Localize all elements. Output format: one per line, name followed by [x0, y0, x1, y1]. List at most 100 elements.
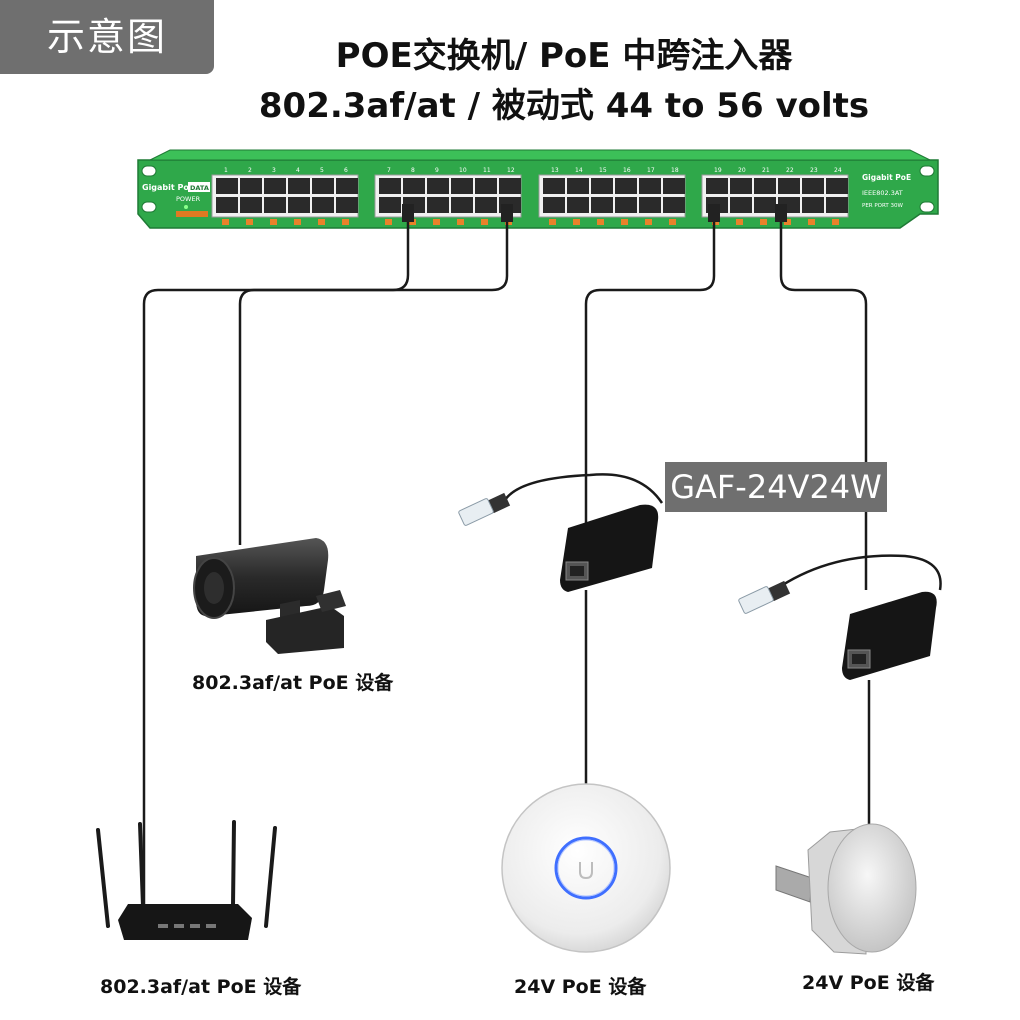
- port-number: 21: [762, 167, 770, 174]
- port-number: 1: [224, 167, 228, 174]
- port-led: [573, 219, 580, 225]
- panel-brand-left: Gigabit PoE: [142, 183, 194, 192]
- port-number: 13: [551, 167, 559, 174]
- title-line-1: POE交换机/ PoE 中跨注入器: [335, 36, 793, 76]
- rj45-port: [802, 197, 824, 213]
- rj45-port: [663, 178, 685, 194]
- rj45-port: [216, 197, 238, 213]
- port-number: 20: [738, 167, 746, 174]
- port-number: 18: [671, 167, 679, 174]
- rj45-port: [802, 178, 824, 194]
- port-led: [736, 219, 743, 225]
- rj45-port: [706, 178, 728, 194]
- data-tag-box: [188, 182, 210, 192]
- rj45-port: [475, 197, 497, 213]
- router-image: [96, 820, 277, 940]
- rj45-port: [264, 197, 286, 213]
- port-number: 24: [834, 167, 842, 174]
- port-number: 12: [507, 167, 515, 174]
- panel-standard: IEEE802.3AT: [862, 189, 903, 197]
- port-led: [222, 219, 229, 225]
- rj45-port: [288, 197, 310, 213]
- port-led: [270, 219, 277, 225]
- port-led: [597, 219, 604, 225]
- title-line-2: 802.3af/at / 被动式 44 to 56 volts: [258, 86, 870, 126]
- rj45-port: [312, 178, 334, 194]
- port-number: 10: [459, 167, 467, 174]
- port-number: 19: [714, 167, 722, 174]
- rj45-port: [826, 178, 848, 194]
- outdoor-cpe-label: 24V PoE 设备: [802, 972, 935, 994]
- rj45-plug-2: [738, 580, 791, 614]
- port-number: 8: [411, 167, 415, 174]
- rj45-port: [543, 178, 565, 194]
- rj45-port: [754, 178, 776, 194]
- port-led: [294, 219, 301, 225]
- camera-label: 802.3af/at PoE 设备: [192, 672, 394, 694]
- port-led: [808, 219, 815, 225]
- rj45-port: [778, 178, 800, 194]
- rj45-port: [499, 178, 521, 194]
- rj45-port: [615, 197, 637, 213]
- rj45-port: [754, 197, 776, 213]
- rj45-port: [451, 197, 473, 213]
- port-number: 23: [810, 167, 818, 174]
- port-number: 4: [296, 167, 300, 174]
- port-led: [433, 219, 440, 225]
- rj45-plug-1: [458, 492, 511, 526]
- port-led: [481, 219, 488, 225]
- port-led: [832, 219, 839, 225]
- port-number: 17: [647, 167, 655, 174]
- rj45-port: [240, 197, 262, 213]
- port-led: [457, 219, 464, 225]
- rj45-port: [451, 178, 473, 194]
- rj45-port: [475, 178, 497, 194]
- rj45-port: [639, 197, 661, 213]
- port-led: [760, 219, 767, 225]
- rj45-port: [543, 197, 565, 213]
- port-number: 11: [483, 167, 491, 174]
- rj45-port: [336, 197, 358, 213]
- port-number: 2: [248, 167, 252, 174]
- rj45-port: [567, 178, 589, 194]
- cables: [142, 214, 942, 908]
- rj45-port: [427, 197, 449, 213]
- port-led: [342, 219, 349, 225]
- rj45-port: [264, 178, 286, 194]
- port-led: [385, 219, 392, 225]
- rj45-port: [427, 178, 449, 194]
- access-point-image: [501, 783, 671, 953]
- router-label: 802.3af/at PoE 设备: [100, 976, 302, 998]
- port-number: 16: [623, 167, 631, 174]
- poe-splitter-2: [842, 591, 937, 680]
- rj45-port: [288, 178, 310, 194]
- outdoor-cpe-image: [775, 823, 917, 955]
- port-led: [549, 219, 556, 225]
- port-number: 3: [272, 167, 276, 174]
- power-led: [184, 205, 188, 209]
- rj45-port: [240, 178, 262, 194]
- rj45-port: [591, 197, 613, 213]
- rj45-port: [639, 178, 661, 194]
- panel-brand-right: Gigabit PoE: [862, 173, 911, 182]
- diagram-badge: 示意图: [0, 0, 214, 74]
- rj45-port: [730, 178, 752, 194]
- rj45-port: [379, 197, 401, 213]
- bullet-camera-image: [193, 538, 346, 654]
- port-led: [318, 219, 325, 225]
- port-led: [784, 219, 791, 225]
- port-number: 6: [344, 167, 348, 174]
- rj45-port: [567, 197, 589, 213]
- rj45-port: [216, 178, 238, 194]
- panel-data-tag: DATA: [190, 184, 209, 192]
- panel-per-port: PER PORT 30W: [862, 203, 904, 209]
- port-number: 22: [786, 167, 794, 174]
- port-number: 9: [435, 167, 439, 174]
- rj45-port: [312, 197, 334, 213]
- port-led: [645, 219, 652, 225]
- power-strip: [176, 211, 208, 217]
- port-number: 7: [387, 167, 391, 174]
- port-led: [621, 219, 628, 225]
